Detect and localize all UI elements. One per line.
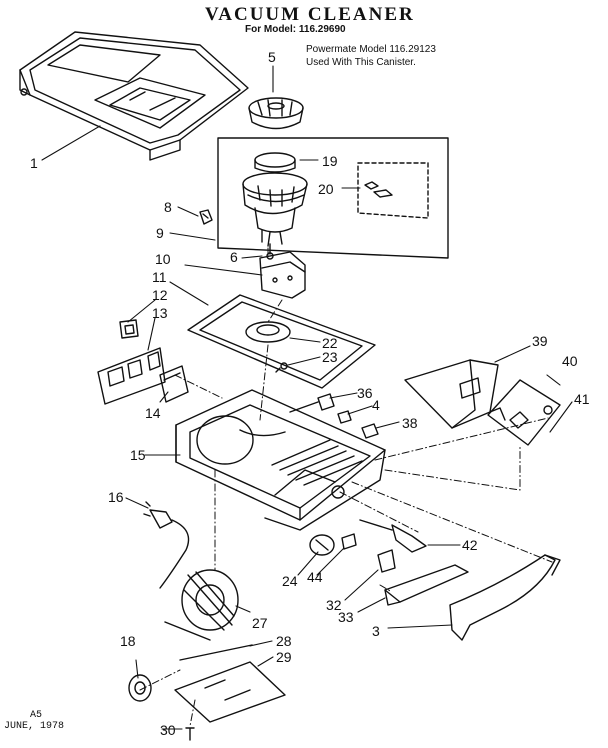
callout-9: 9 [156,225,164,241]
callout-4: 4 [372,397,380,413]
part-gasket [187,294,376,389]
callout-13: 13 [152,305,168,321]
part-bottom-plate [174,661,286,723]
powermate-note-line1: Powermate Model 116.29123 [306,44,436,55]
callout-numbers: 1 3 4 5 6 8 9 10 11 12 13 14 15 16 18 19… [30,49,590,738]
motor-assembly-box [217,137,449,259]
part-bag-holder [487,379,561,446]
callout-20: 20 [318,181,334,197]
part-fan-cap [248,97,304,130]
callout-42: 42 [462,537,478,553]
part-brushes [364,181,393,198]
part-motor [242,152,308,247]
callout-33: 33 [338,609,354,625]
callout-36: 36 [357,385,373,401]
callout-41: 41 [574,391,590,407]
callout-28: 28 [276,633,292,649]
callout-32: 32 [326,597,342,613]
part-wheel [128,674,152,702]
callout-38: 38 [402,415,418,431]
model-number: For Model: 116.29690 [245,24,346,35]
assembly-lines [139,247,553,727]
callout-22: 22 [322,335,338,351]
callout-24: 24 [282,573,298,589]
callout-14: 14 [145,405,161,421]
part-terminal [359,519,427,553]
callout-11: 11 [152,269,167,285]
part-small-hardware [289,393,379,439]
callout-10: 10 [155,251,171,267]
part-dust-bag [404,359,506,429]
callout-44: 44 [307,569,323,585]
callout-1: 1 [30,155,38,171]
footer-code: A5 [30,710,43,721]
callout-29: 29 [276,649,292,665]
callout-40: 40 [562,353,578,369]
powermate-note-line2: Used With This Canister. [306,57,416,68]
callout-15: 15 [130,447,146,463]
part-cord-reel [164,569,239,641]
part-axle [179,644,253,661]
part-bottom-screw [185,727,195,741]
callout-3: 3 [372,623,380,639]
part-lid [19,31,249,161]
part-switch-assembly [97,319,189,405]
callout-5: 5 [268,49,276,65]
footer-date: JUNE, 1978 [4,721,65,732]
callout-23: 23 [322,349,338,365]
part-housing [175,389,386,531]
diagram-title: VACUUM CLEANER [205,4,415,25]
callout-19: 19 [322,153,338,169]
callout-30: 30 [160,722,176,738]
callout-8: 8 [164,199,172,215]
callout-39: 39 [532,333,548,349]
part-handle-bracket [449,554,561,641]
part-switch-knob [309,533,357,556]
part-clip [199,209,213,225]
part-screw [275,362,288,373]
callout-27: 27 [252,615,268,631]
part-latch [377,549,469,606]
part-motor-mount [259,243,306,299]
part-cord [143,501,190,589]
callout-12: 12 [152,287,168,303]
callout-18: 18 [120,633,136,649]
leader-lines [41,65,573,730]
callout-16: 16 [108,489,124,505]
callout-6: 6 [230,249,238,265]
